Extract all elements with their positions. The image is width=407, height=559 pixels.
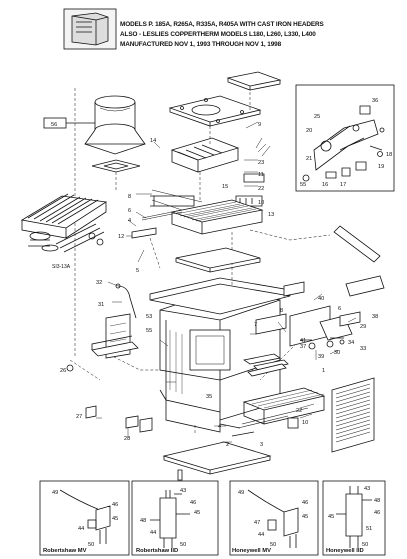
- svg-text:50: 50: [270, 542, 276, 548]
- callout-52: 53: [146, 314, 152, 320]
- callout-11: 11: [258, 172, 264, 178]
- callout-labels: 56 9 23 11 22 10 14 15 8 6 4 12 13 5 SI3…: [43, 98, 392, 554]
- panel-honeywell-mv: [229, 480, 319, 556]
- callout-26: 26: [60, 368, 66, 374]
- svg-text:43: 43: [180, 488, 186, 494]
- callout-41: 41: [300, 338, 306, 344]
- callout-40: 40: [318, 296, 324, 302]
- svg-text:45: 45: [302, 514, 308, 520]
- callout-37: 37: [300, 344, 306, 350]
- svg-text:50: 50: [88, 542, 94, 548]
- callout-56: 56: [51, 122, 57, 128]
- heater-thumbnail: [63, 8, 117, 50]
- callout-35: 35: [206, 394, 212, 400]
- caption-robertshaw-mv: Robertshaw MV: [43, 548, 87, 554]
- svg-text:50: 50: [362, 542, 368, 548]
- callout-17: 17: [340, 182, 346, 188]
- svg-text:49: 49: [52, 490, 58, 496]
- callout-38: 38: [372, 314, 378, 320]
- callout-5: 5: [136, 268, 139, 274]
- callout-27: 27: [76, 414, 82, 420]
- callout-2: 2: [226, 442, 229, 448]
- callout-6b: 6: [338, 306, 341, 312]
- svg-text:47: 47: [254, 520, 260, 526]
- callout-32: 32: [96, 280, 102, 286]
- callout-4: 4: [128, 218, 131, 224]
- callout-31: 31: [98, 302, 104, 308]
- callout-22: 22: [258, 186, 264, 192]
- callout-33: 33: [360, 346, 366, 352]
- svg-text:46: 46: [112, 502, 118, 508]
- callout-1: 1: [322, 368, 325, 374]
- inset-detail-box: [295, 84, 395, 192]
- callout-21: 21: [306, 156, 312, 162]
- callout-9: 9: [258, 122, 261, 128]
- svg-text:46: 46: [302, 500, 308, 506]
- svg-text:44: 44: [150, 530, 156, 536]
- callout-8b: 8: [280, 308, 283, 314]
- callout-19: 19: [378, 164, 384, 170]
- header-line-2: ALSO - LESLIES COPPERTHERM MODELS L180, …: [120, 31, 316, 38]
- draft-hood: [84, 95, 146, 155]
- callout-12: 12: [118, 234, 124, 240]
- panel-honeywell-iid: [322, 480, 386, 556]
- caption-robertshaw-iid: Robertshaw IID: [136, 548, 178, 554]
- callout-30: 30: [334, 350, 340, 356]
- callout-25: 25: [314, 114, 320, 120]
- callout-23: 23: [258, 160, 264, 166]
- header-line-1: MODELS P. 185A, R265A, R335A, R405A WITH…: [120, 21, 324, 28]
- callout-15: 15: [222, 184, 228, 190]
- heat-exchanger: [150, 195, 264, 235]
- callout-3: 3: [260, 442, 263, 448]
- callout-10b: 10: [302, 420, 308, 426]
- svg-text:45: 45: [112, 516, 118, 522]
- callout-18: 18: [386, 152, 392, 158]
- inset-label: SI3-13A: [52, 264, 71, 270]
- callout-55: 55: [300, 182, 306, 188]
- callout-34: 34: [348, 340, 354, 346]
- callout-8: 8: [128, 194, 131, 200]
- heater-cabinet: [149, 277, 291, 433]
- svg-text:44: 44: [78, 526, 84, 532]
- svg-text:48: 48: [140, 518, 146, 524]
- svg-text:51: 51: [366, 526, 372, 532]
- svg-text:46: 46: [190, 500, 196, 506]
- panel-robertshaw-iid: [131, 480, 219, 556]
- svg-text:46: 46: [374, 510, 380, 516]
- callout-39: 39: [318, 354, 324, 360]
- svg-text:43: 43: [364, 486, 370, 492]
- callout-10: 10: [258, 200, 264, 206]
- svg-text:44: 44: [258, 532, 264, 538]
- caption-honeywell-mv: Honeywell MV: [232, 548, 271, 554]
- callout-13: 13: [268, 212, 274, 218]
- callout-6: 6: [128, 208, 131, 214]
- panel-robertshaw-mv: [39, 480, 130, 556]
- callout-36: 36: [372, 98, 378, 104]
- svg-text:49: 49: [238, 490, 244, 496]
- callout-7: 7: [254, 322, 257, 328]
- exchanger-inset: [20, 193, 108, 253]
- callout-22b: 22: [296, 408, 302, 414]
- svg-text:50: 50: [180, 542, 186, 548]
- callout-4b: 4: [218, 424, 221, 430]
- callout-14: 14: [150, 138, 156, 144]
- svg-text:45: 45: [328, 514, 334, 520]
- callout-20: 20: [306, 128, 312, 134]
- svg-text:48: 48: [374, 498, 380, 504]
- callout-16: 16: [322, 182, 328, 188]
- caption-honeywell-iid: Honeywell IID: [326, 548, 364, 554]
- header-line-3: MANUFACTURED NOV 1, 1993 THROUGH NOV 1, …: [120, 41, 282, 48]
- callout-29: 29: [360, 324, 366, 330]
- callout-53: 55: [146, 328, 152, 334]
- louvered-door: [331, 377, 375, 453]
- burner-tray: [237, 387, 326, 429]
- svg-text:45: 45: [194, 510, 200, 516]
- callout-28: 28: [124, 436, 130, 442]
